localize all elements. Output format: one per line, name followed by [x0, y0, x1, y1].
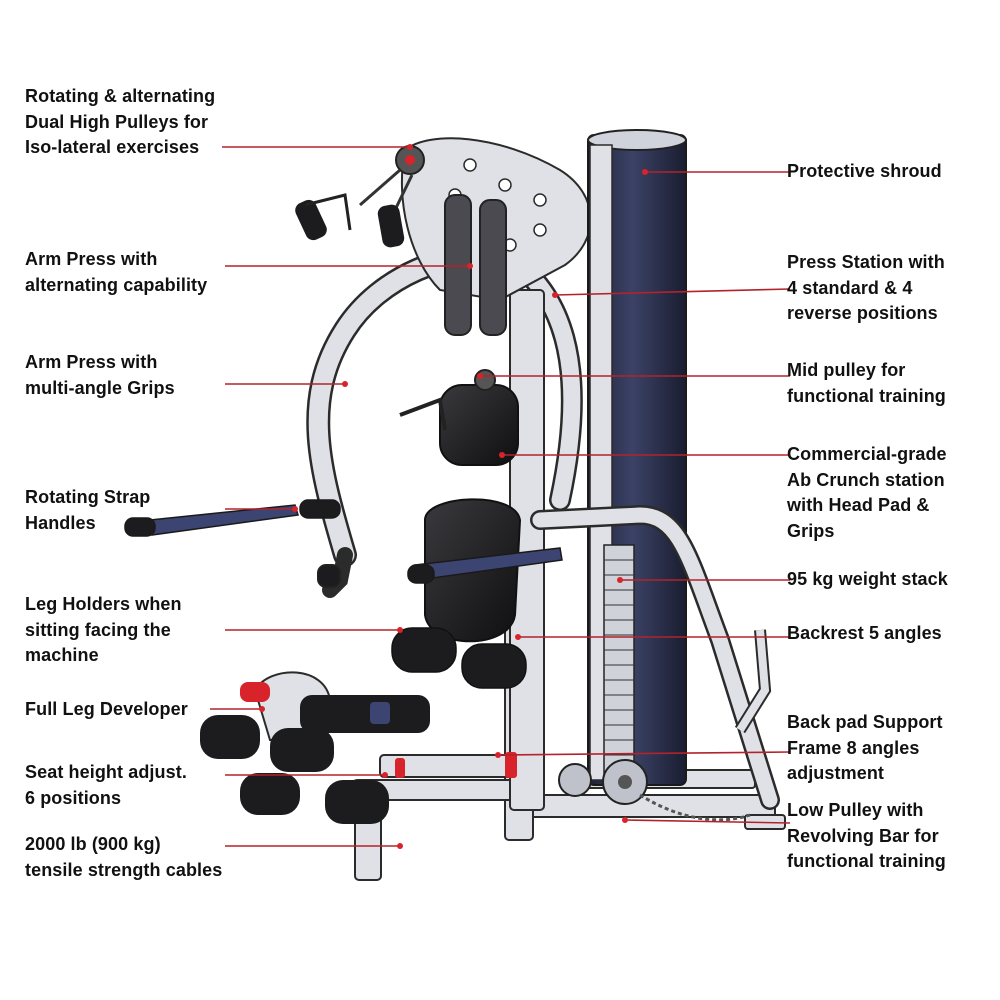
- label-line: Frame 8 angles: [787, 737, 920, 758]
- label-ab-crunch: Commercial-grade Ab Crunch station with …: [787, 442, 947, 544]
- label-line: functional training: [787, 851, 946, 871]
- label-protective-shroud: Protective shroud: [787, 159, 942, 185]
- label-line: Handles: [25, 512, 96, 533]
- label-line: Rotating & alternating: [25, 86, 216, 106]
- label-line: Leg Holders when: [25, 594, 182, 614]
- leg-developer: [200, 671, 430, 824]
- label-line: sitting facing the: [25, 619, 171, 640]
- label-line: Arm Press with: [25, 249, 158, 269]
- label-line: 2000 lb (900 kg): [25, 834, 161, 854]
- label-line: Backrest 5 angles: [787, 623, 942, 643]
- low-pulley-wheel: [558, 759, 751, 822]
- label-arm-press-grips: Arm Press with multi-angle Grips: [25, 350, 175, 401]
- label-mid-pulley: Mid pulley for functional training: [787, 358, 946, 409]
- label-line: with Head Pad &: [787, 495, 930, 515]
- label-line: Grips: [787, 520, 835, 541]
- label-line: Low Pulley with: [787, 800, 924, 820]
- label-backrest: Backrest 5 angles: [787, 621, 942, 647]
- label-line: Full Leg Developer: [25, 699, 188, 719]
- label-line: Mid pulley for: [787, 360, 906, 380]
- seat-rail: [379, 752, 517, 778]
- label-line: Ab Crunch station: [787, 469, 945, 490]
- label-arm-press-alternating: Arm Press with alternating capability: [25, 247, 207, 298]
- label-line: Protective shroud: [787, 161, 942, 181]
- weight-stack-plates: [603, 544, 635, 781]
- label-weight-stack: 95 kg weight stack: [787, 567, 948, 593]
- label-strap-handles: Rotating Strap Handles: [25, 485, 150, 536]
- leader-dots: [259, 144, 648, 849]
- high-pulleys: [295, 145, 425, 248]
- label-line: 95 kg weight stack: [787, 569, 948, 589]
- leg-holder-rollers: [391, 627, 527, 689]
- label-line: Revolving Bar for: [787, 825, 939, 846]
- label-line: Rotating Strap: [25, 487, 151, 507]
- ab-crunch-pad: [399, 369, 519, 466]
- label-line: Back pad Support: [787, 712, 943, 732]
- strap-handles: [124, 499, 563, 584]
- label-line: reverse positions: [787, 303, 938, 323]
- label-low-pulley: Low Pulley with Revolving Bar for functi…: [787, 798, 946, 875]
- label-leg-holders: Leg Holders when sitting facing the mach…: [25, 592, 182, 669]
- label-line: Iso-lateral exercises: [25, 137, 200, 157]
- label-line: Press Station with: [787, 252, 945, 272]
- label-cables: 2000 lb (900 kg) tensile strength cables: [25, 832, 222, 883]
- label-leg-developer: Full Leg Developer: [25, 697, 188, 723]
- label-line: Arm Press with: [25, 352, 158, 372]
- label-line: machine: [25, 645, 99, 665]
- label-line: multi-angle Grips: [25, 377, 175, 398]
- label-line: functional training: [787, 385, 946, 406]
- label-seat-height: Seat height adjust. 6 positions: [25, 760, 187, 811]
- label-line: 6 positions: [25, 787, 122, 808]
- press-arm-pads: [444, 194, 507, 336]
- label-line: Seat height adjust.: [25, 762, 187, 782]
- label-press-station: Press Station with 4 standard & 4 revers…: [787, 250, 945, 327]
- arm-grips: [317, 547, 353, 598]
- label-line: tensile strength cables: [25, 859, 223, 880]
- label-line: Dual High Pulleys for: [25, 111, 209, 132]
- label-line: alternating capability: [25, 274, 208, 295]
- label-line: adjustment: [787, 763, 885, 783]
- label-rotating-pulleys: Rotating & alternating Dual High Pulleys…: [25, 84, 215, 161]
- label-back-pad-support: Back pad Support Frame 8 angles adjustme…: [787, 710, 943, 787]
- label-line: Commercial-grade: [787, 444, 947, 464]
- leader-lines: [210, 146, 791, 847]
- label-line: 4 standard & 4: [787, 277, 913, 298]
